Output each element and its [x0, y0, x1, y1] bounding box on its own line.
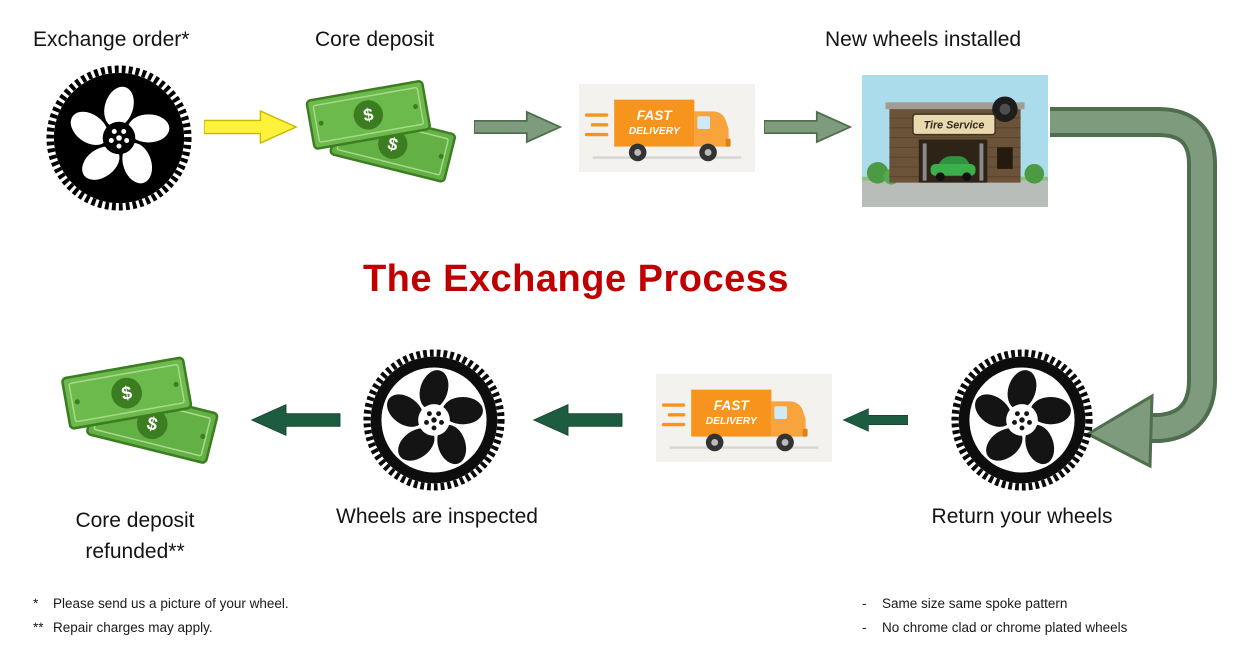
inspected-wheel-icon	[362, 348, 506, 492]
label-wheels-are-inspected: Wheels are inspected	[336, 505, 538, 528]
refund-money-icon	[50, 340, 234, 482]
return-wheel-icon	[950, 348, 1094, 492]
delivery-truck-icon-return	[655, 374, 833, 462]
arrow-yellow-right-icon	[204, 109, 298, 145]
label-core-deposit-refunded: Core deposit refunded**	[35, 505, 235, 567]
footnote-text: Please send us a picture of your wheel.	[53, 596, 289, 611]
footnote-chrome: - No chrome clad or chrome plated wheels	[862, 620, 1127, 635]
arrow-dark-left-icon-2	[532, 404, 623, 436]
exchange-order-wheel-icon	[45, 64, 193, 212]
label-core-deposit-refunded-line1: Core deposit	[75, 509, 195, 532]
footnotes-right: - Same size same spoke pattern - No chro…	[862, 596, 1127, 644]
arrow-dark-left-icon-1	[842, 408, 908, 432]
footnote-repair: ** Repair charges may apply.	[33, 620, 289, 635]
label-exchange-order: Exchange order*	[33, 28, 190, 51]
footnote-text: No chrome clad or chrome plated wheels	[882, 620, 1128, 635]
footnotes-left: * Please send us a picture of your wheel…	[33, 596, 289, 644]
page-title: The Exchange Process	[362, 258, 790, 300]
arrow-dark-left-icon-3	[250, 404, 341, 436]
label-return-your-wheels: Return your wheels	[931, 505, 1113, 528]
arrow-green-right-icon-1	[474, 110, 562, 144]
core-deposit-money-icon	[293, 66, 473, 198]
footnote-marker: **	[33, 620, 44, 635]
footnote-text: Same size same spoke pattern	[882, 596, 1068, 611]
delivery-truck-icon-outbound	[578, 84, 756, 172]
footnote-picture: * Please send us a picture of your wheel…	[33, 596, 289, 611]
footnote-marker: -	[862, 620, 867, 635]
label-new-wheels-installed: New wheels installed	[825, 28, 1022, 51]
arrow-green-right-icon-2	[764, 110, 852, 144]
tire-service-shop-icon	[862, 74, 1048, 208]
label-core-deposit-refunded-line2: refunded**	[85, 540, 185, 563]
footnote-marker: -	[862, 596, 867, 611]
footnote-spoke-pattern: - Same size same spoke pattern	[862, 596, 1127, 611]
label-core-deposit: Core deposit	[315, 28, 435, 51]
footnote-text: Repair charges may apply.	[53, 620, 213, 635]
footnote-marker: *	[33, 596, 39, 611]
